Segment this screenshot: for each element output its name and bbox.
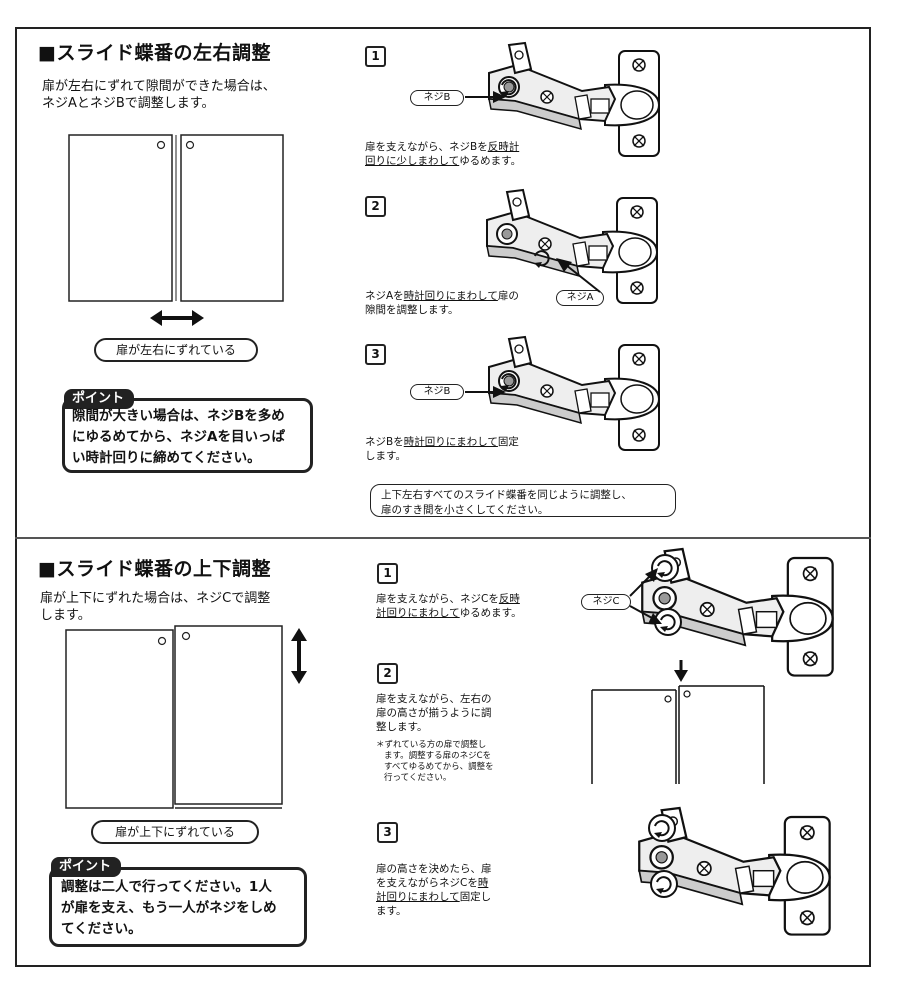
section1-description: 扉が左右にずれて隙間ができた場合は、 ネジAとネジBで調整します。 (42, 78, 276, 112)
section1-point-text: 隙間が大きい場合は、ネジBを多め にゆるめてから、ネジAを目いっぱ い時計回りに… (72, 406, 285, 469)
section1-step1-number: 1 (365, 46, 386, 67)
note-line: 行ってください。 (384, 773, 452, 783)
section2-description: 扉が上下にずれた場合は、ネジCで調整 します。 (40, 590, 270, 624)
screw-c-bottom (650, 870, 678, 898)
hinge-illustration-1 (488, 42, 660, 157)
section2-step2-number: 2 (377, 663, 398, 684)
note-line: ます。調整する扉のネジCを (384, 751, 492, 761)
left-door-hole (156, 140, 166, 150)
section2-step1-number: 1 (377, 563, 398, 584)
section2-desc-line2: します。 (40, 608, 91, 623)
section1-point-line: にゆるめてから、ネジAを目いっぱ (72, 429, 285, 445)
left-door (65, 629, 174, 809)
section1-step3-text: ネジBを時計回りにまわして固定 します。 (365, 435, 519, 463)
step-text-underlined: 回りに少しまわして (365, 155, 460, 167)
step-text-underlined: 反時計 (487, 141, 520, 153)
section2-point-label: ポイント (51, 857, 122, 877)
step-text-underlined: 時計回りにまわして (403, 290, 498, 302)
left-door (68, 134, 173, 302)
note-line: すべてゆるめてから、調整を (384, 762, 494, 772)
right-door-hole (185, 140, 195, 150)
section1-step2-screw-label: ネジA (556, 290, 604, 306)
step-text: ゆるめます。 (459, 155, 522, 167)
step-text: ネジBを (365, 436, 404, 448)
section2-step2-text: 扉を支えながら、左右の 扉の高さが揃うように調 整します。 (376, 692, 492, 734)
hinge-illustration-2 (486, 189, 658, 304)
summary-line: 扉のすき間を小さくしてください。 (381, 504, 549, 516)
section1-point-line: 隙間が大きい場合は、ネジBを多め (72, 408, 285, 424)
section1-step1-text: 扉を支えながら、ネジBを反時計 回りに少しまわしてゆるめます。 (365, 140, 521, 168)
note-line: ＊ずれている方の扉で調整し (376, 740, 487, 750)
left-right-arrow-icon (150, 310, 204, 326)
section2-point-line: 調整は二人で行ってください。1人 (61, 879, 272, 895)
arrow-icon (556, 258, 601, 293)
section1-step2-number: 2 (365, 196, 386, 217)
section1-step3-number: 3 (365, 344, 386, 365)
section1-step1-screw-label: ネジB (410, 90, 464, 106)
step-text: 固定 (497, 436, 519, 448)
step-text: 整します。 (376, 721, 428, 733)
section2-point-line: が扉を支え、もう一人がネジをしめ (61, 900, 277, 916)
section2-step1-text: 扉を支えながら、ネジCを反時 計回りにまわしてゆるめます。 (376, 592, 522, 620)
section1-desc-line2: ネジAとネジBで調整します。 (42, 96, 215, 111)
section1-point-label: ポイント (64, 389, 135, 409)
step-text-underlined: 反時 (498, 593, 520, 605)
arrow-icon (465, 386, 506, 398)
step-text: を支えながらネジCを (376, 877, 478, 889)
left-door-hole (157, 636, 167, 646)
step-text-underlined: 計回りにまわして (376, 607, 460, 619)
section1-diagram-label: 扉が左右にずれている (94, 338, 258, 362)
step-text-underlined: 時計回りにまわして (403, 436, 498, 448)
section2-desc-line1: 扉が上下にずれた場合は、ネジCで調整 (40, 591, 271, 606)
section2-point-text: 調整は二人で行ってください。1人 が扉を支え、もう一人がネジをしめ てください。 (61, 877, 277, 940)
section1-step3-screw-label: ネジB (410, 384, 464, 400)
step-text: 扉を支えながら、ネジBを (365, 141, 488, 153)
step-text: 固定し (459, 891, 492, 903)
step-text: 隙間を調整します。 (365, 304, 459, 316)
section1-step2-text: ネジAを時計回りにまわして扉の 隙間を調整します。 (365, 289, 519, 317)
step-text: 扉を支えながら、左右の (376, 693, 492, 705)
arrow-icon (465, 91, 506, 103)
step-text-underlined: 時 (477, 877, 489, 889)
step-text: ネジAを (365, 290, 404, 302)
step-text-underlined: 計回りにまわして (376, 891, 460, 903)
right-door (174, 625, 283, 805)
section2-step2-note: ＊ずれている方の扉で調整し ます。調整する扉のネジCを すべてゆるめてから、調整… (376, 740, 494, 784)
section1-desc-line1: 扉が左右にずれて隙間ができた場合は、 (42, 79, 276, 94)
section1-point-line: い時計回りに締めてください。 (72, 450, 261, 466)
section2-point-box (49, 867, 307, 947)
section2-step3-number: 3 (377, 822, 398, 843)
section2-step3-text: 扉の高さを決めたら、扉 を支えながらネジCを時 計回りにまわして固定し ます。 (376, 862, 492, 918)
down-arrow-icon (674, 660, 688, 682)
section1-title: ■スライド蝶番の左右調整 (38, 42, 271, 64)
section1-summary-callout: 上下左右すべてのスライド蝶番を同じように調整し、 扉のすき間を小さくしてください… (370, 484, 676, 517)
step-text: 扉の (497, 290, 519, 302)
screw-c-top (651, 554, 679, 582)
step-text: 扉を支えながら、ネジCを (376, 593, 499, 605)
step-text: します。 (365, 450, 406, 462)
right-door-hole (181, 631, 191, 641)
section-divider (15, 537, 871, 539)
section2-point-line: てください。 (61, 921, 142, 937)
summary-line: 上下左右すべてのスライド蝶番を同じように調整し、 (381, 489, 632, 501)
step-text: ゆるめます。 (459, 607, 522, 619)
step-text: 扉の高さが揃うように調 (376, 707, 492, 719)
arrow-icon (629, 568, 662, 624)
right-door (180, 134, 284, 302)
hinge-illustration-3 (488, 336, 660, 451)
section1-point-box (62, 398, 313, 473)
instruction-frame (15, 27, 871, 967)
step-text: 扉の高さを決めたら、扉 (376, 863, 492, 875)
aligned-doors-diagram (591, 685, 765, 784)
step-text: ます。 (376, 905, 407, 917)
section2-step1-screw-label: ネジC (581, 594, 631, 610)
up-down-arrow-icon (291, 628, 307, 684)
section2-title: ■スライド蝶番の上下調整 (38, 558, 271, 580)
section2-diagram-label: 扉が上下にずれている (91, 820, 259, 844)
screw-c-top (648, 814, 676, 842)
